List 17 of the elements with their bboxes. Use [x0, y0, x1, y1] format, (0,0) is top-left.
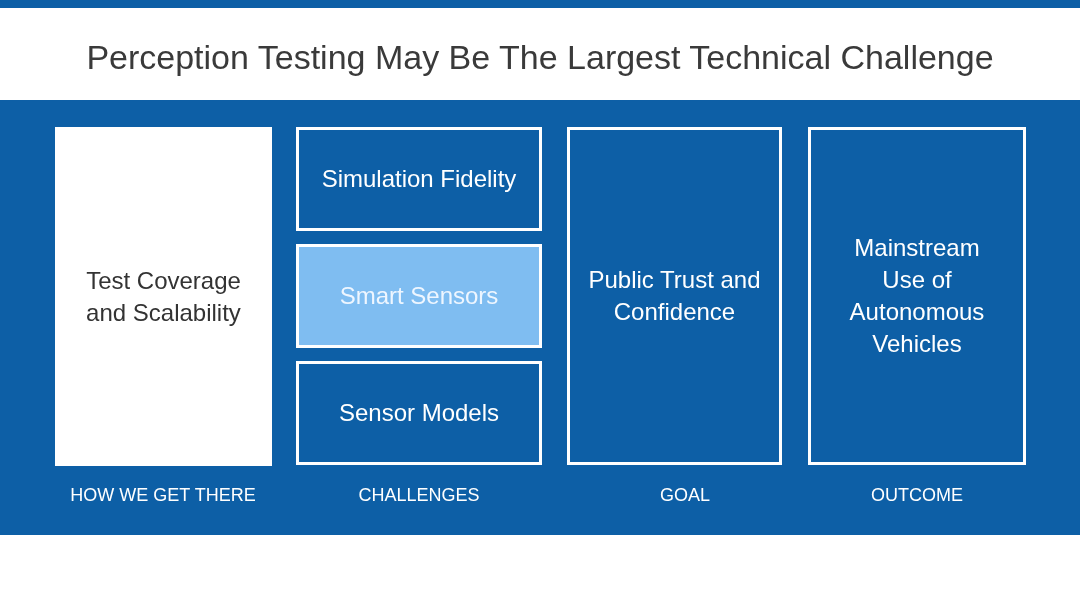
- slide-title: Perception Testing May Be The Largest Technical Challenge: [86, 37, 994, 77]
- column-label: GOAL: [660, 485, 710, 506]
- outlined-panel: [296, 127, 542, 231]
- column-label: OUTCOME: [871, 485, 963, 506]
- panel-text: Smart Sensors: [339, 281, 499, 311]
- panel-text: Public Trust and Confidence: [587, 265, 762, 327]
- filled-panel: [296, 244, 542, 348]
- panel-text: Simulation Fidelity: [321, 164, 517, 194]
- column-label: HOW WE GET THERE: [70, 485, 256, 506]
- panel-text: Sensor Models: [338, 398, 500, 428]
- panel-text: Test Coverage and Scalability: [85, 265, 242, 328]
- outlined-panel: [567, 127, 782, 465]
- column-label: CHALLENGES: [358, 485, 480, 506]
- outlined-panel: [296, 361, 542, 465]
- outlined-panel: [808, 127, 1026, 465]
- panel-text: Mainstream Use of Autonomous Vehicles: [848, 233, 986, 359]
- filled-panel: [55, 127, 272, 466]
